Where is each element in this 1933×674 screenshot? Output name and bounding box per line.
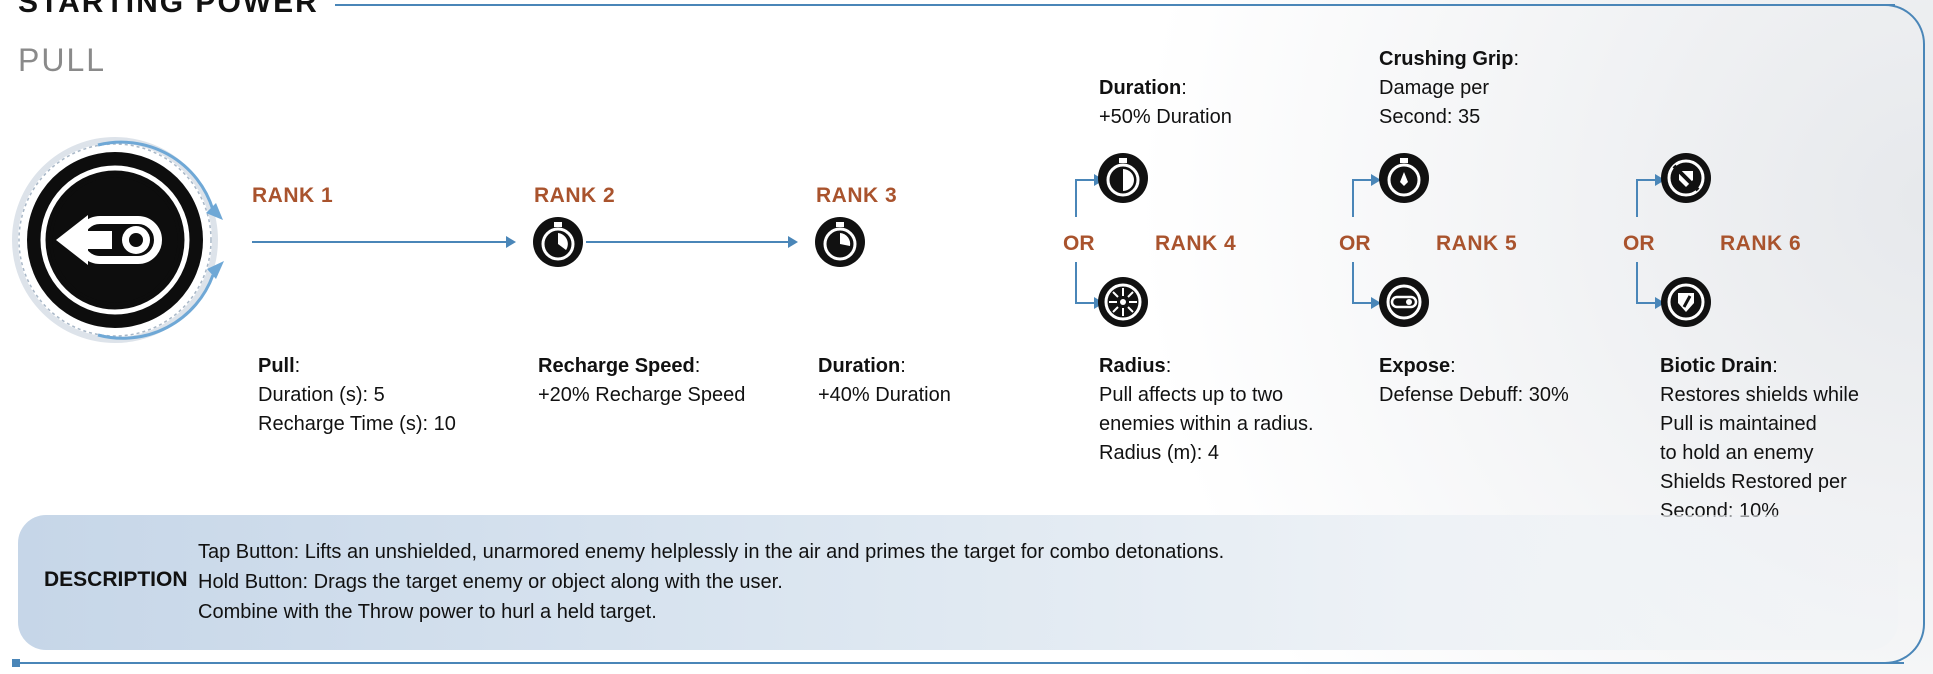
upgrade-detail: Duration (s): 5 — [258, 384, 385, 406]
rank-4-top-upgrade: Duration: +50% Duration — [1099, 74, 1232, 132]
rank-3-upgrade: Duration: +40% Duration — [818, 352, 951, 410]
upgrade-title: Expose — [1379, 355, 1451, 377]
pull-power-icon[interactable] — [8, 125, 224, 355]
biotic-drain-icon[interactable] — [1660, 276, 1712, 328]
frame-top-line — [335, 4, 1895, 6]
rank-6-bottom-upgrade: Biotic Drain: Restores shields while Pul… — [1660, 352, 1859, 526]
section-title: STARTING POWER — [18, 0, 319, 19]
description-line: Hold Button: Drags the target enemy or o… — [198, 571, 783, 593]
upgrade-detail: +20% Recharge Speed — [538, 384, 746, 406]
rank-2-label: RANK 2 — [534, 184, 616, 207]
progression-arrow-1 — [506, 236, 516, 248]
description-label: DESCRIPTION — [44, 568, 188, 591]
upgrade-title: Recharge Speed — [538, 355, 695, 377]
rank-6-label: RANK 6 — [1720, 232, 1802, 255]
branch-line-rank6-bottom-h — [1636, 302, 1656, 304]
upgrade-detail: enemies within a radius. — [1099, 413, 1314, 435]
branch-line-rank4-bottom-h — [1075, 302, 1095, 304]
upgrade-detail: Shields Restored per — [1660, 471, 1847, 493]
description-panel — [18, 515, 1898, 650]
crushing-grip-icon[interactable] — [1378, 152, 1430, 204]
upgrade-detail: +40% Duration — [818, 384, 951, 406]
upgrade-detail: +50% Duration — [1099, 106, 1232, 128]
branch-line-rank5-top-h — [1352, 179, 1372, 181]
frame-corner-dot — [12, 659, 20, 667]
description-text: Tap Button: Lifts an unshielded, unarmor… — [198, 537, 1224, 627]
upgrade-detail: to hold an enemy — [1660, 442, 1814, 464]
description-line: Tap Button: Lifts an unshielded, unarmor… — [198, 541, 1225, 563]
branch-arrow-rank5-top — [1371, 174, 1381, 186]
upgrade-detail: Recharge Time (s): 10 — [258, 413, 456, 435]
rank-4-bottom-upgrade: Radius: Pull affects up to two enemies w… — [1099, 352, 1314, 468]
branch-line-rank4-top — [1075, 179, 1077, 217]
radius-burst-icon[interactable] — [1097, 276, 1149, 328]
rank-4-label: RANK 4 — [1155, 232, 1237, 255]
upgrade-title: Crushing Grip — [1379, 48, 1514, 70]
upgrade-detail: Damage per — [1379, 77, 1490, 99]
upgrade-title: Duration — [818, 355, 901, 377]
branch-line-rank4-bottom — [1075, 262, 1077, 304]
rank-3-label: RANK 3 — [816, 184, 898, 207]
rank-5-top-upgrade: Crushing Grip: Damage per Second: 35 — [1379, 45, 1519, 132]
expose-icon[interactable] — [1378, 276, 1430, 328]
rank-5-bottom-upgrade: Expose: Defense Debuff: 30% — [1379, 352, 1569, 410]
no-shield-icon[interactable] — [1660, 152, 1712, 204]
branch-line-rank6-top-h — [1636, 179, 1656, 181]
branch-line-rank5-bottom-h — [1352, 302, 1372, 304]
or-label-rank4: OR — [1063, 232, 1095, 255]
stopwatch-icon[interactable] — [814, 216, 866, 268]
rank-1-upgrade: Pull: Duration (s): 5 Recharge Time (s):… — [258, 352, 456, 439]
or-label-rank5: OR — [1339, 232, 1371, 255]
branch-line-rank6-top — [1636, 179, 1638, 217]
branch-line-rank5-bottom — [1352, 262, 1354, 304]
stopwatch-icon[interactable] — [532, 216, 584, 268]
upgrade-detail: Radius (m): 4 — [1099, 442, 1220, 464]
rank-2-upgrade: Recharge Speed: +20% Recharge Speed — [538, 352, 745, 410]
upgrade-detail: Defense Debuff: 30% — [1379, 384, 1569, 406]
upgrade-detail: Pull affects up to two — [1099, 384, 1284, 406]
branch-arrow-rank6-bottom — [1655, 297, 1665, 309]
upgrade-detail: Restores shields while — [1660, 384, 1859, 406]
rank-1-label: RANK 1 — [252, 184, 334, 207]
upgrade-detail: Second: 35 — [1379, 106, 1481, 128]
branch-line-rank5-top — [1352, 179, 1354, 217]
upgrade-title: Radius — [1099, 355, 1166, 377]
power-name: PULL — [18, 42, 107, 78]
description-line: Combine with the Throw power to hurl a h… — [198, 601, 657, 623]
upgrade-detail: Pull is maintained — [1660, 413, 1817, 435]
branch-arrow-rank6-top — [1655, 174, 1665, 186]
progression-line-2 — [586, 241, 788, 243]
progression-arrow-2 — [788, 236, 798, 248]
branch-line-rank4-top-h — [1075, 179, 1095, 181]
progression-line-1 — [252, 241, 506, 243]
upgrade-title: Biotic Drain — [1660, 355, 1773, 377]
frame-bottom-line — [14, 662, 1904, 664]
branch-arrow-rank5-bottom — [1371, 297, 1381, 309]
upgrade-title: Pull — [258, 355, 295, 377]
rank-5-label: RANK 5 — [1436, 232, 1518, 255]
upgrade-title: Duration — [1099, 77, 1182, 99]
branch-line-rank6-bottom — [1636, 262, 1638, 304]
stopwatch-icon[interactable] — [1097, 152, 1149, 204]
or-label-rank6: OR — [1623, 232, 1655, 255]
